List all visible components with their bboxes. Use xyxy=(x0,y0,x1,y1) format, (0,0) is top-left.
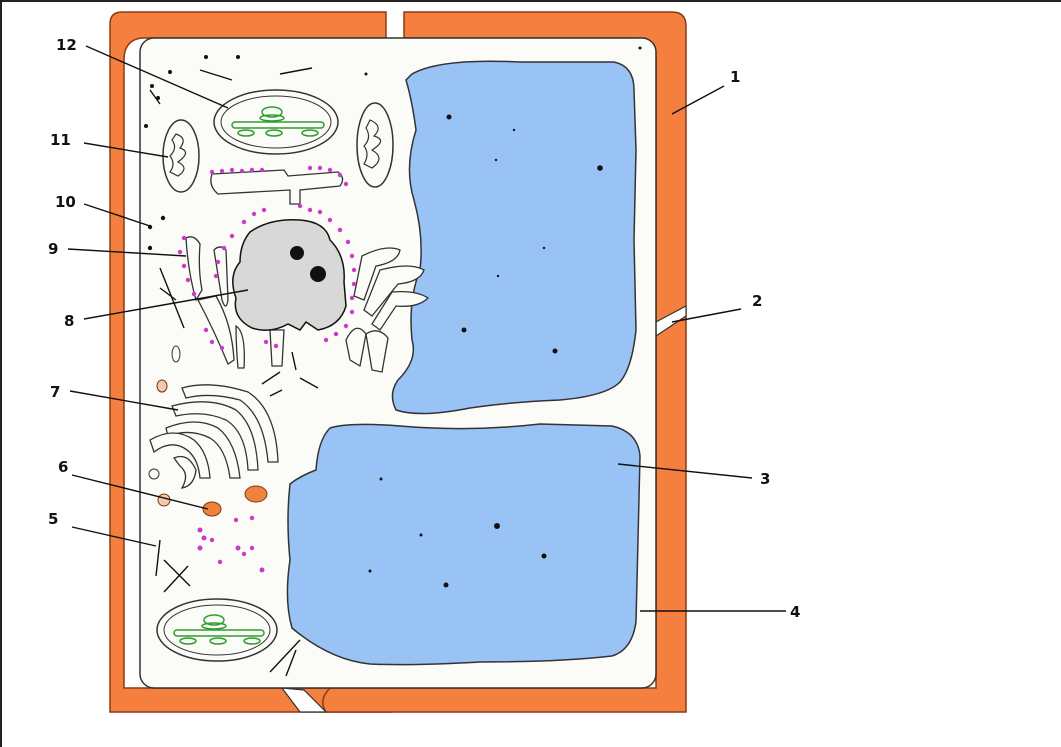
label-8: 8 xyxy=(64,312,74,330)
vacuole-lower xyxy=(287,424,640,665)
label-3: 3 xyxy=(760,470,770,488)
nucleus xyxy=(233,220,346,331)
label-9: 9 xyxy=(48,240,58,258)
label-4: 4 xyxy=(790,603,800,621)
vacuole-upper xyxy=(392,61,636,413)
chloroplast-upper xyxy=(214,90,338,154)
label-11: 11 xyxy=(50,131,71,149)
chloroplast-lower xyxy=(157,599,277,661)
label-7: 7 xyxy=(50,383,60,401)
mitochondrion-right xyxy=(357,103,393,187)
label-12: 12 xyxy=(56,36,77,54)
label-10: 10 xyxy=(55,193,76,211)
mitochondrion-left xyxy=(163,120,199,192)
label-2: 2 xyxy=(752,292,762,310)
label-6: 6 xyxy=(58,458,68,476)
label-5: 5 xyxy=(48,510,58,528)
label-1: 1 xyxy=(730,68,740,86)
